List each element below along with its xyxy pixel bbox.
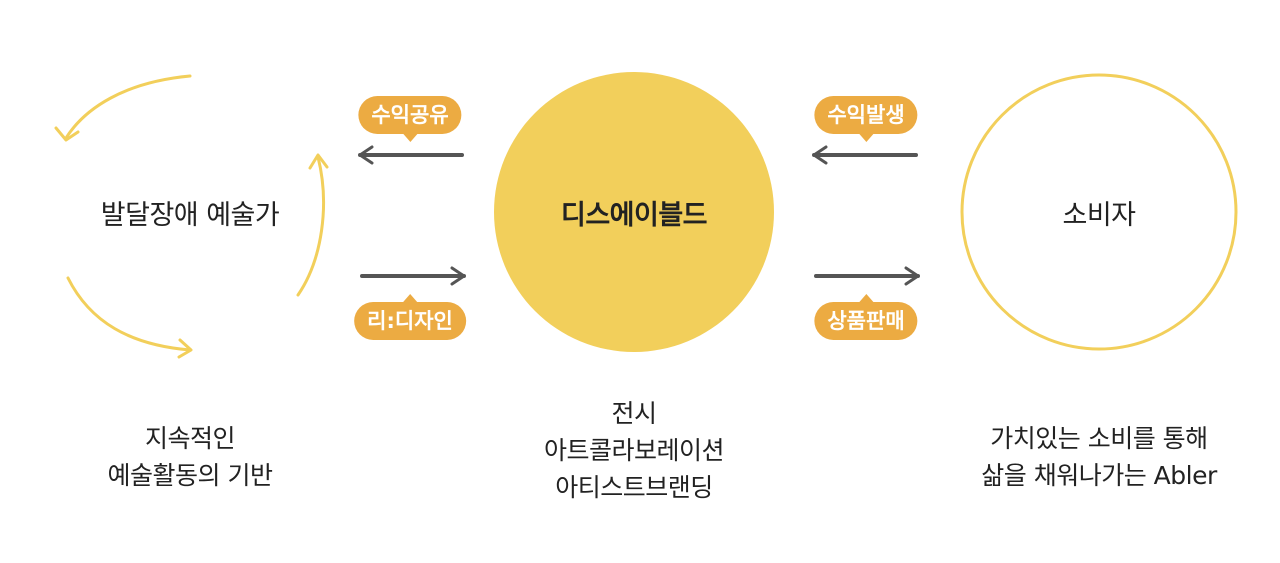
arrow-product-sales-head: [904, 266, 920, 286]
artist-cycle-arrowhead-top: [54, 126, 80, 142]
brand-caption-line-2: 아트콜라보레이션: [543, 436, 725, 465]
consumer-caption-line-2: 삶을 채워나가는 Abler: [981, 461, 1217, 490]
arrow-revenue-share-head: [358, 145, 374, 165]
arrow-revenue-generation-head: [812, 145, 828, 165]
brand-caption-line-1: 전시: [611, 399, 657, 428]
artist-caption-line-1: 지속적인: [144, 424, 236, 453]
artist-caption: 지속적인 예술활동의 기반: [108, 420, 273, 494]
badge-product-sales: 상품판매: [814, 294, 918, 340]
artist-cycle-arc-top: [64, 74, 192, 140]
consumer-caption-line-1: 가치있는 소비를 통해: [990, 424, 1208, 453]
artist-cycle-arc-bottom: [66, 276, 192, 352]
brand-circle: [494, 72, 774, 352]
artist-caption-line-2: 예술활동의 기반: [107, 461, 273, 490]
consumer-caption: 가치있는 소비를 통해 삶을 채워나가는 Abler: [981, 420, 1217, 494]
artist-cycle-arc-right: [296, 155, 326, 297]
brand-label: 디스에이블드: [560, 200, 708, 231]
badge-redesign: 리:디자인: [354, 294, 466, 340]
arrow-redesign-head: [450, 266, 466, 286]
consumer-label: 소비자: [1062, 200, 1136, 231]
badge-revenue-share: 수익공유: [358, 96, 462, 142]
brand-caption: 전시 아트콜라보레이션 아티스트브랜딩: [543, 395, 725, 506]
artist-label: 발달장애 예술가: [100, 200, 280, 231]
artist-cycle-arrowhead-right: [308, 153, 329, 170]
brand-caption-line-3: 아티스트브랜딩: [555, 473, 713, 502]
badge-revenue-generation: 수익발생: [814, 96, 918, 142]
consumer-circle: [960, 73, 1238, 351]
artist-cycle-arrowhead-bottom: [177, 338, 193, 359]
